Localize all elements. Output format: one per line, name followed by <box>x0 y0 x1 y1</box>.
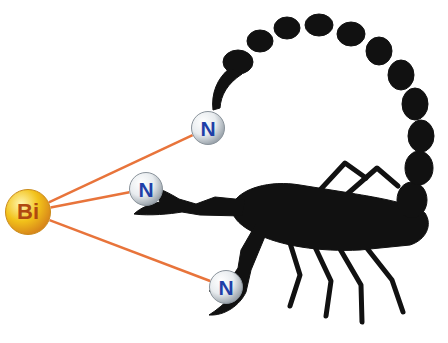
bismuth-atom: Bi <box>5 189 51 235</box>
bond-line <box>49 135 193 202</box>
element-symbol: N <box>138 179 153 200</box>
bond-line <box>50 220 211 281</box>
bond-line <box>51 192 130 207</box>
nitrogen-atom: N <box>191 111 225 145</box>
nitrogen-atom: N <box>129 172 163 206</box>
element-symbol: N <box>218 277 233 298</box>
element-symbol: Bi <box>17 201 39 223</box>
nitrogen-atom: N <box>209 270 243 304</box>
element-symbol: N <box>200 118 215 139</box>
